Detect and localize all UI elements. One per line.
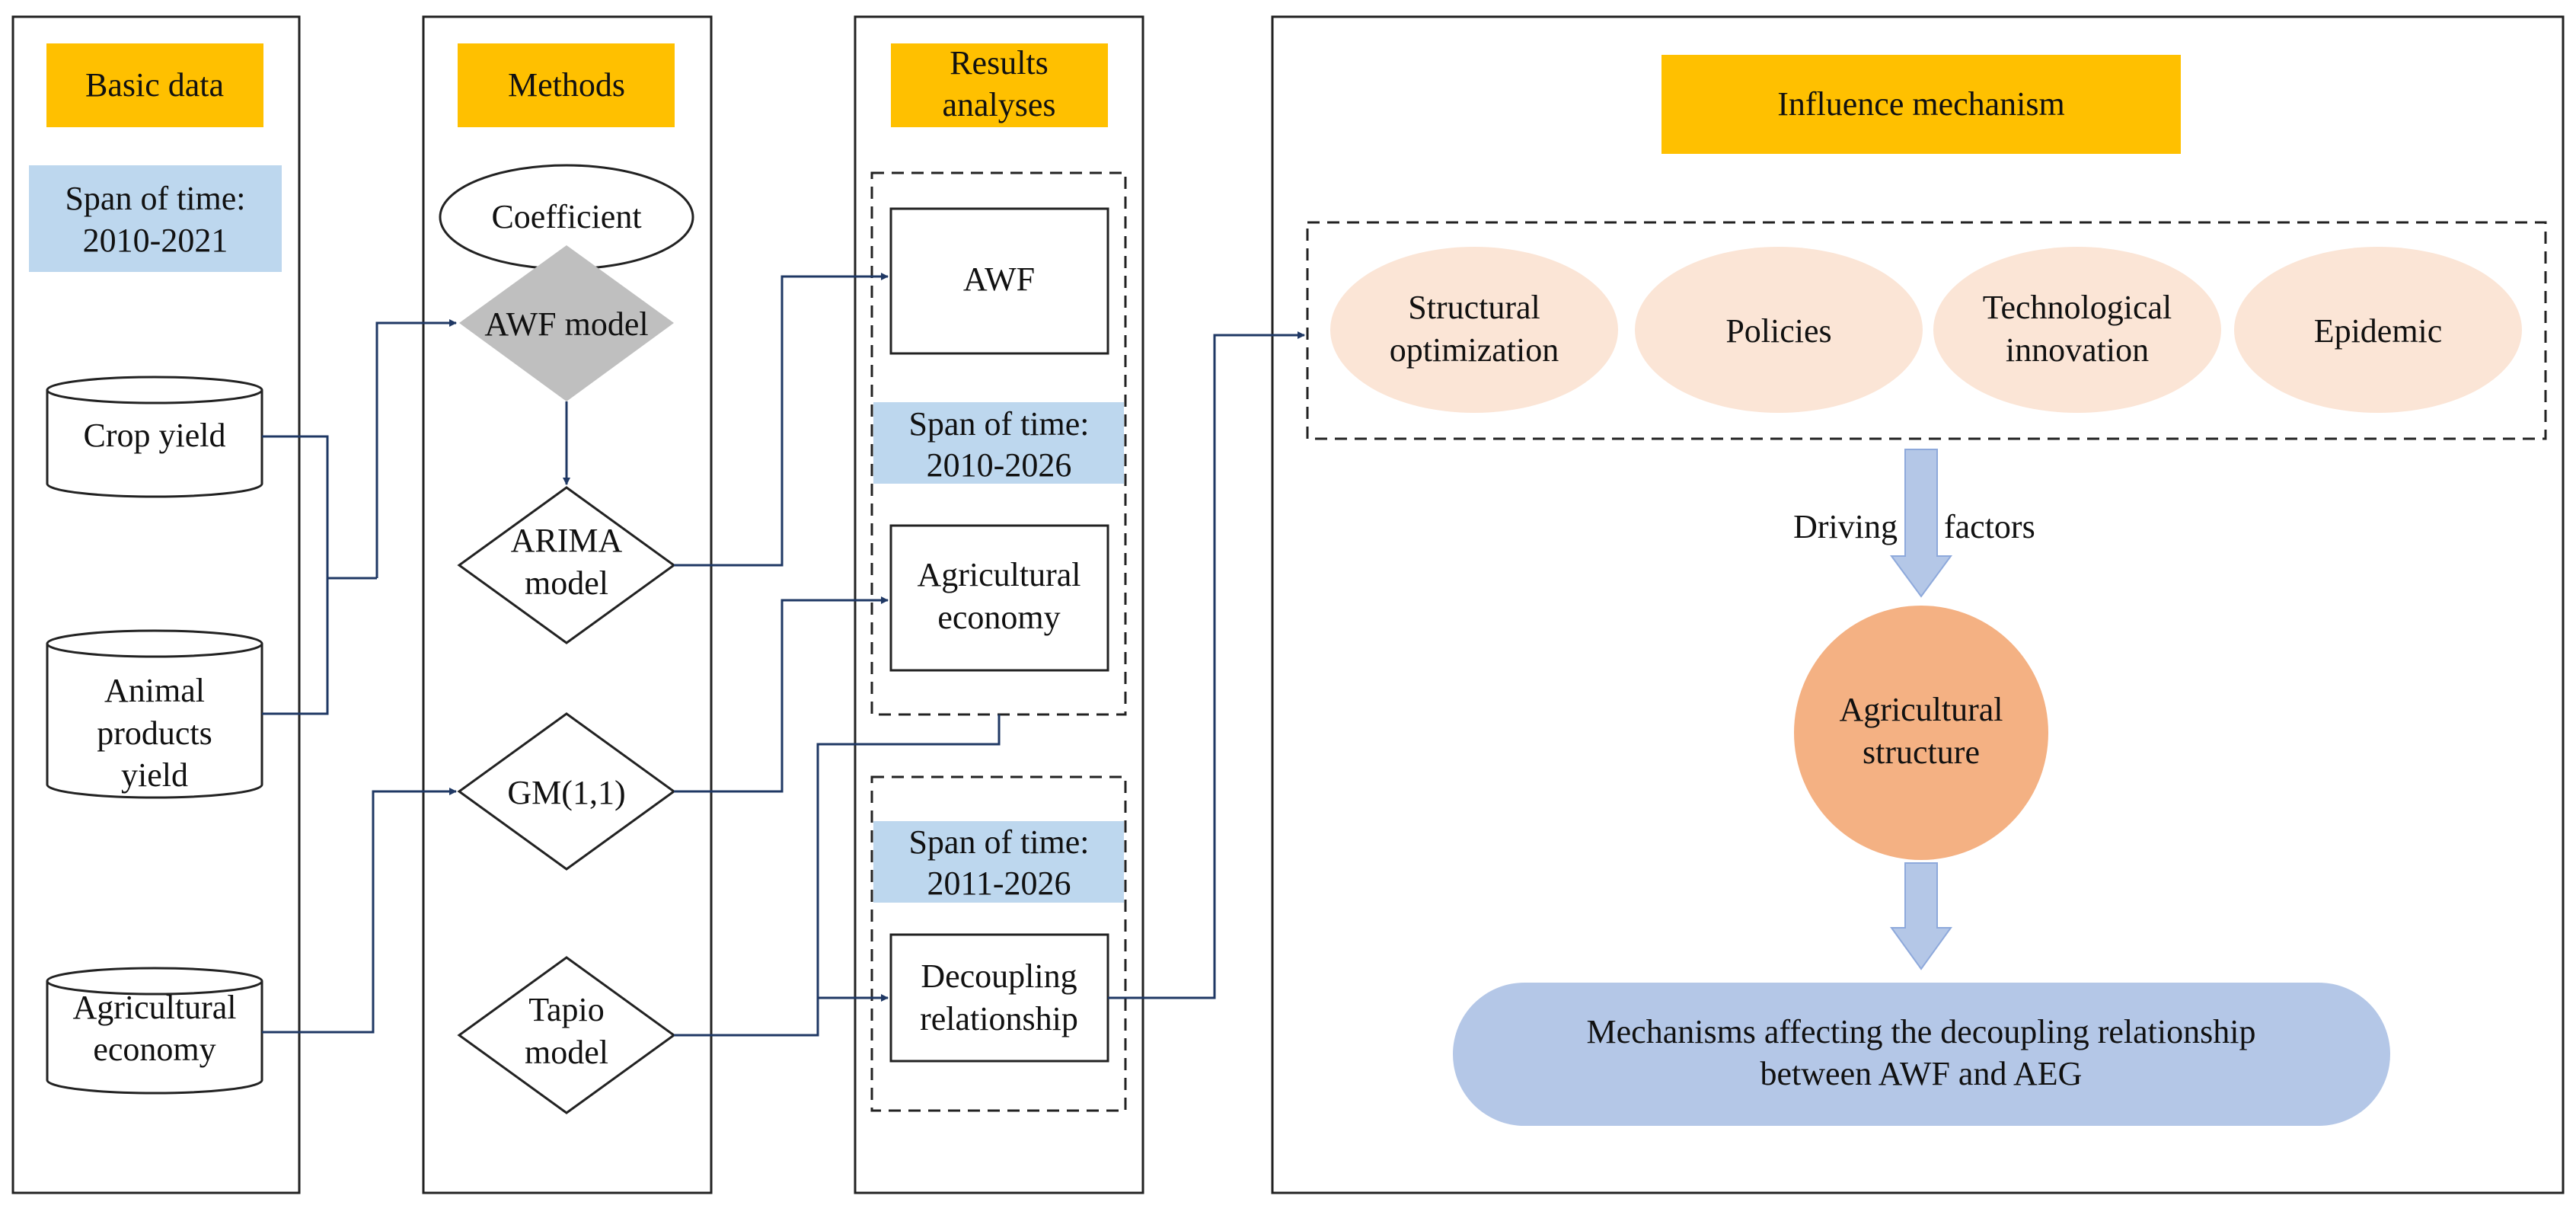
mechanism-label-1: Mechanisms affecting the decoupling rela… [1587,1013,2256,1050]
agricultural-economy-database: Agricultural economy [46,967,263,1095]
influence-header: Influence mechanism [1777,85,2065,123]
mechanism-summary-box [1453,983,2390,1126]
agri-economy-result-label-2: economy [937,599,1060,636]
driving-label-right: factors [1944,508,2035,545]
connector-agri-to-gm [262,788,457,1034]
arima-label-1: ARIMA [511,522,623,559]
gm-label: GM(1,1) [507,774,625,811]
span-box-results-2 [873,821,1124,903]
awf-result-box [889,207,1109,355]
results-header-2: analyses [942,86,1055,123]
results-panel [854,15,1144,1194]
structure-label-2: structure [1863,734,1980,771]
animal-products-database: Animal products yield [46,629,263,799]
factor-structural-label-2: optimization [1390,331,1559,369]
factor-epidemic-label: Epidemic [2314,312,2443,350]
tapio-model-node [457,956,676,1114]
factor-epidemic [2234,247,2522,413]
connector-merge-to-awf-model [375,319,457,578]
driving-label-left: Driving [1793,508,1898,545]
span-label-basic: Span of time: [65,180,245,217]
decoupling-result-box [889,933,1109,1063]
animal-label-2: products [97,714,212,752]
basic-data-header-box [46,43,263,127]
span-years-basic: 2010-2021 [83,222,228,259]
crop-yield-label: Crop yield [84,417,226,454]
methods-panel [422,15,713,1194]
connector-crop-to-merge [262,435,377,580]
methods-header: Methods [508,66,625,104]
arima-model-node [457,486,676,644]
coefficient-label: Coefficient [491,198,641,235]
results-header-1: Results [950,44,1049,82]
crop-yield-database: Crop yield [46,376,263,498]
agri-economy-result-label-1: Agricultural [917,556,1081,593]
factors-group [1306,221,2547,440]
agri-economy-result-box [889,524,1109,672]
structure-arrow [1890,862,1952,970]
factor-technological-innovation [1933,247,2221,413]
factor-tech-label-2: innovation [2006,331,2149,369]
decoupling-result-label-2: relationship [920,1000,1078,1037]
results-header-box [891,43,1108,127]
gm-model-node [457,712,676,871]
decoupling-result-label-1: Decoupling [921,957,1077,995]
basic-data-panel [11,15,301,1194]
connector-tapio-to-decoupling [674,994,889,1037]
factor-structural-optimization [1330,247,1618,413]
span-label-results-1: Span of time: [908,405,1089,443]
connector-gm-to-agri-economy [674,596,889,793]
connector-group1-to-decoupling [816,714,1001,998]
tapio-label-1: Tapio [528,991,605,1028]
span-years-results-2: 2011-2026 [927,865,1071,902]
connector-decoupling-to-factors [1108,331,1305,999]
agricultural-structure-node [1794,606,2048,860]
span-years-results-1: 2010-2026 [927,446,1072,484]
structure-label-1: Agricultural [1839,691,2003,728]
basic-data-header: Basic data [85,66,224,104]
connectors [262,273,1305,1037]
span-box-results-1 [873,402,1124,484]
influence-header-box [1661,55,2181,154]
awf-model-node [459,245,674,401]
connector-animal-to-merge [262,578,329,715]
awf-model-label: AWF model [484,305,648,343]
driving-arrow [1890,449,1952,598]
factor-structural-label-1: Structural [1408,289,1540,326]
tapio-label-2: model [525,1034,608,1071]
connector-arima-to-awf [674,273,889,567]
results-group-2 [870,775,1127,1112]
factor-tech-label-1: Technological [1983,289,2172,326]
arima-label-2: model [525,564,608,602]
mechanism-label-2: between AWF and AEG [1760,1055,2083,1092]
influence-panel [1271,15,2565,1194]
span-box-basic [29,165,282,272]
factor-policies [1635,247,1923,413]
factor-policies-label: Policies [1725,312,1831,350]
methods-header-box [458,43,675,127]
animal-label-1: Animal [104,672,205,709]
agri-data-label-1: Agricultural [72,989,236,1026]
span-label-results-2: Span of time: [908,823,1089,861]
agri-data-label-2: economy [93,1031,215,1068]
animal-label-3: yield [121,756,188,794]
awf-result-label: AWF [963,261,1035,298]
